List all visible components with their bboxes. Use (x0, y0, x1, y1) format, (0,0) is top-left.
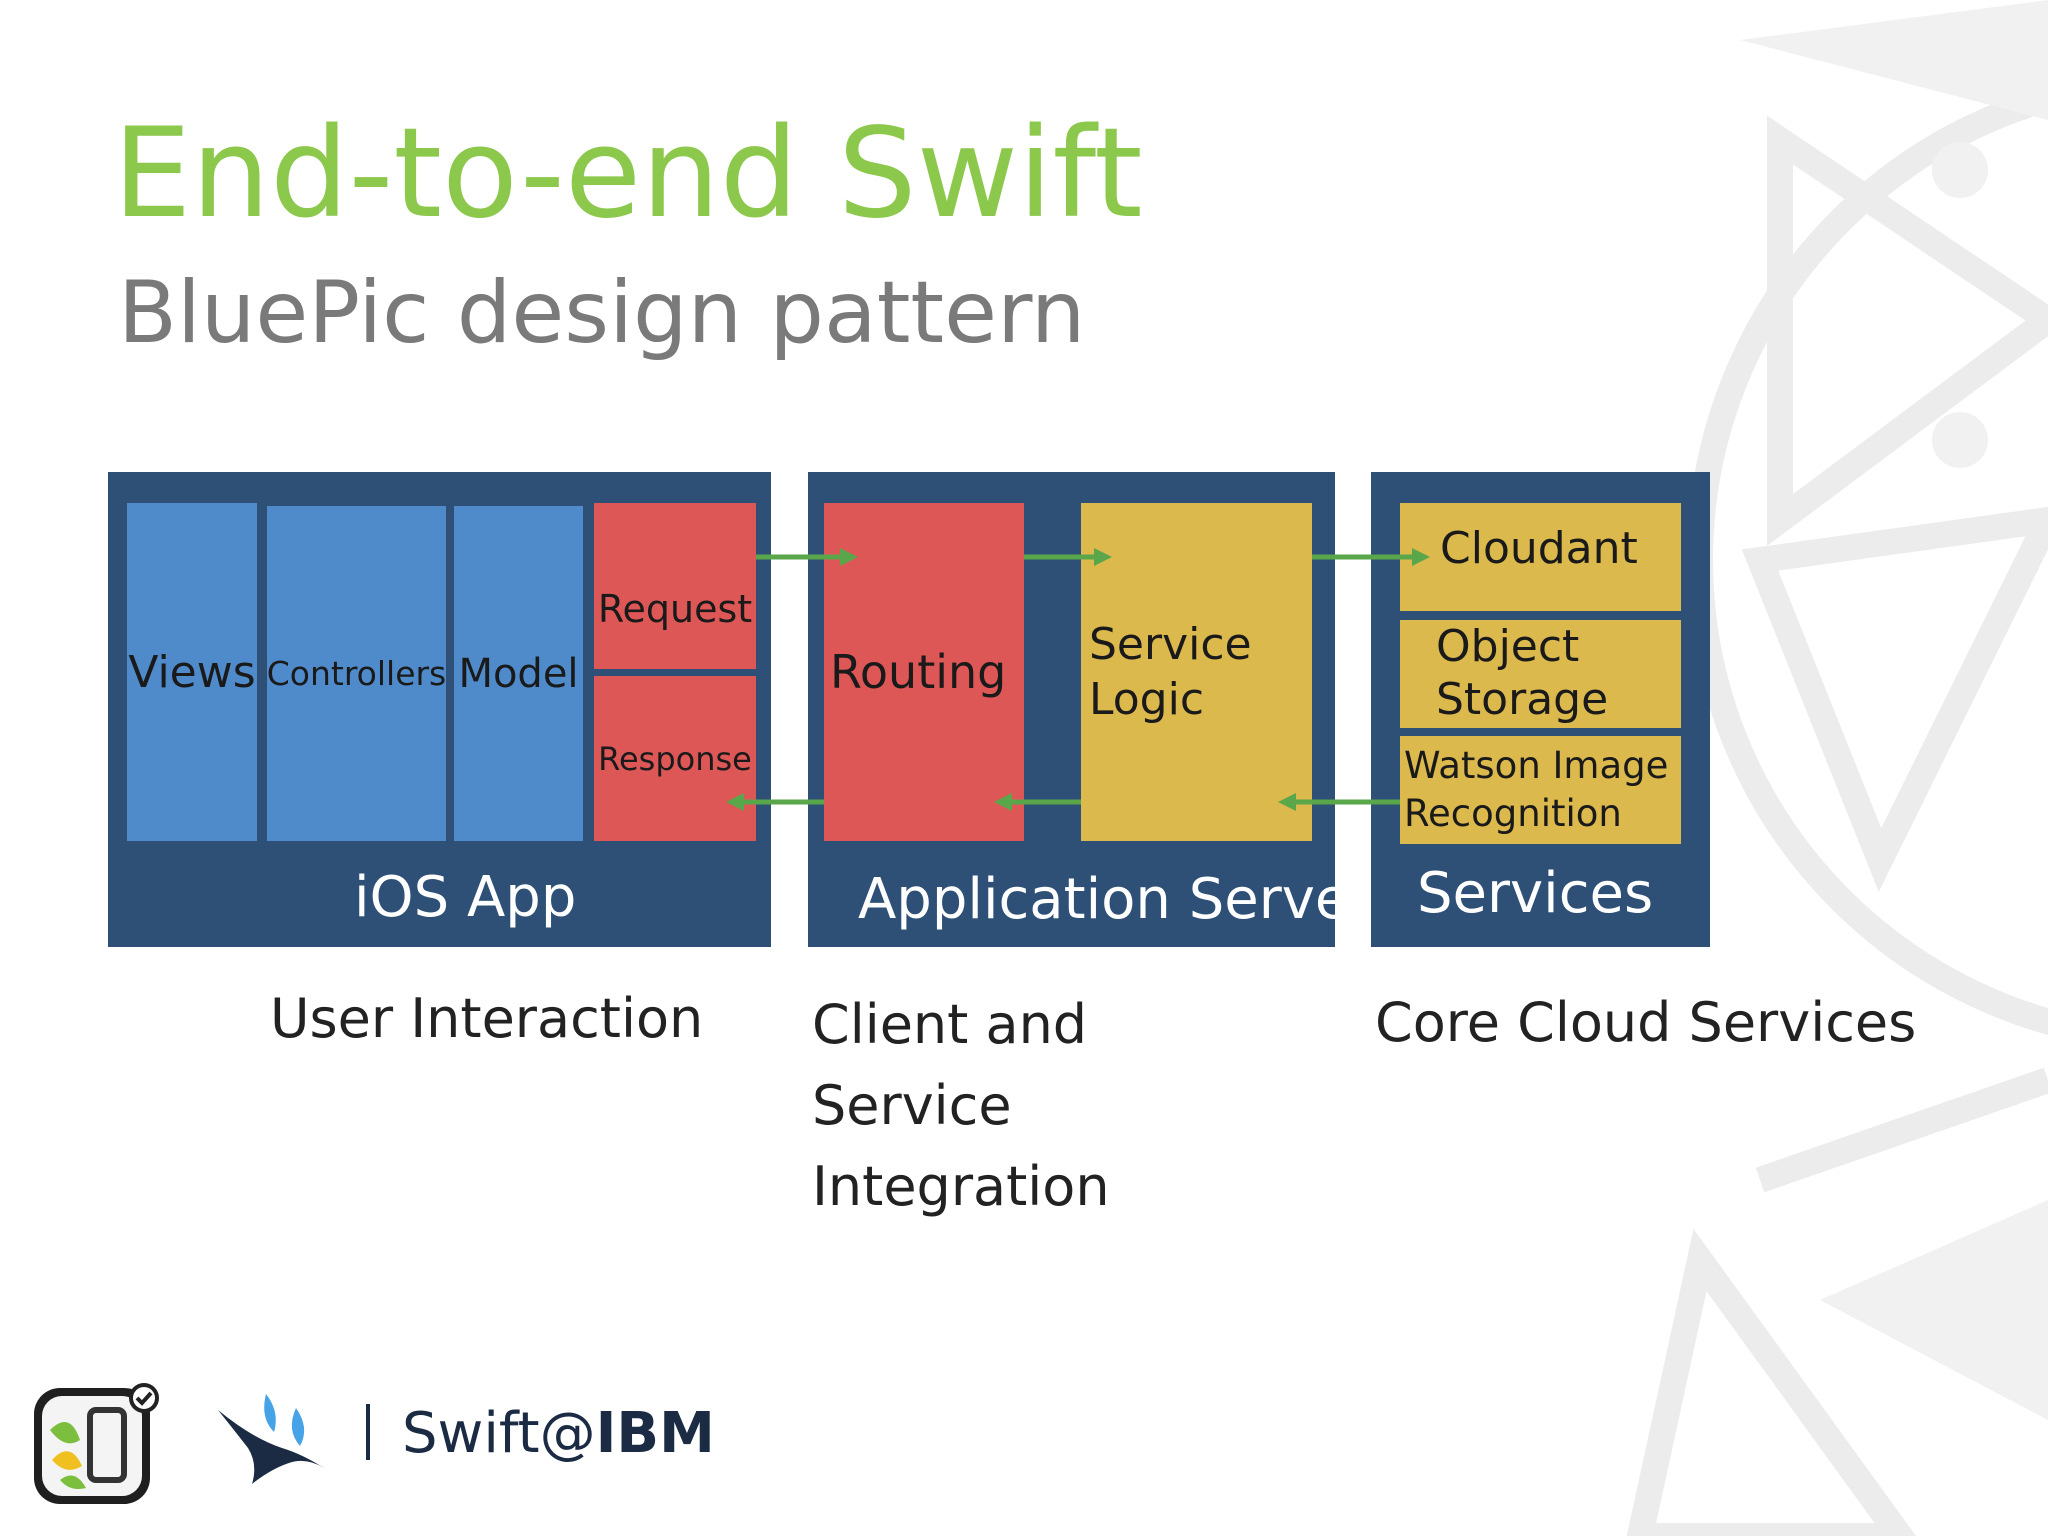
application-server-label: Application Server (858, 867, 1373, 932)
caption-user-interaction: User Interaction (270, 987, 704, 1050)
swift-at-ibm-logo: Swift@IBM (402, 1406, 715, 1462)
brand-prefix: Swift@ (402, 1401, 596, 1466)
cloudant-box: Cloudant (1400, 503, 1681, 611)
routing-box: Routing (824, 503, 1024, 841)
views-box: Views (127, 503, 257, 841)
object-storage-label: Object Storage (1436, 621, 1609, 725)
service-logic-label: Service Logic (1089, 619, 1252, 725)
model-box: Model (454, 506, 583, 841)
object-storage-box: Object Storage (1400, 620, 1681, 728)
ios-app-label: iOS App (354, 865, 577, 930)
response-box: Response (594, 676, 756, 841)
slide-subtitle: BluePic design pattern (118, 263, 1086, 363)
bluepic-app-icon (34, 1383, 159, 1504)
brand-bold: IBM (595, 1401, 715, 1466)
caption-core-cloud: Core Cloud Services (1375, 991, 1917, 1054)
controllers-box: Controllers (267, 506, 446, 841)
watson-label: Watson Image Recognition (1404, 743, 1669, 835)
footer-separator (366, 1404, 370, 1460)
watson-box: Watson Image Recognition (1400, 736, 1681, 844)
services-label: Services (1417, 861, 1654, 926)
slide-title: End-to-end Swift (113, 102, 1143, 246)
request-box: Request (594, 503, 756, 669)
caption-client-integration: Client and Service Integration (812, 993, 1110, 1218)
service-logic-box: Service Logic (1081, 503, 1312, 841)
swift-bird-logo (218, 1394, 324, 1484)
